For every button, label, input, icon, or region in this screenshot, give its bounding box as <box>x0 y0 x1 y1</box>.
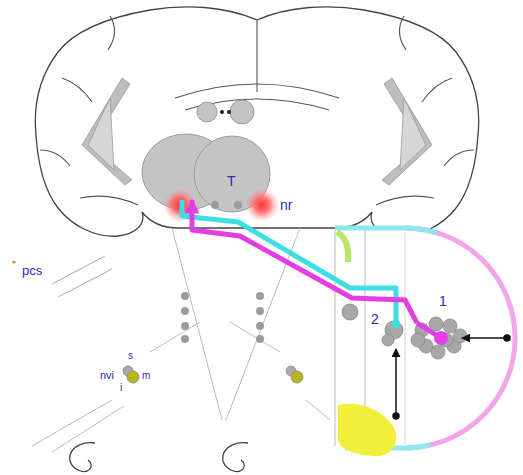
cerebellum <box>335 230 336 446</box>
midbrain-dot <box>211 201 242 209</box>
trigeminal-nucleus <box>123 366 303 383</box>
sulcus-line <box>175 84 339 98</box>
thalamus-node: T <box>135 138 250 200</box>
input-arrow <box>393 413 399 419</box>
pcs-mark <box>12 260 15 263</box>
ventricle-curl <box>70 443 248 472</box>
cerebellar-nucleus <box>382 334 394 346</box>
sulcus-line <box>422 78 452 102</box>
sulcus-line <box>376 196 434 205</box>
midline-dot <box>227 110 231 114</box>
trigeminal-nucleus <box>291 371 303 383</box>
cerebellar-nucleus <box>453 329 467 343</box>
midline-dot <box>220 110 231 114</box>
node-label: T <box>227 174 236 188</box>
brainstem-nucleus <box>181 335 189 343</box>
anatomy-label: m <box>142 371 150 381</box>
sulcus-line <box>62 78 92 102</box>
midbrain-dot <box>211 201 219 209</box>
basal-ganglia <box>88 98 114 170</box>
input-arrow <box>462 337 507 339</box>
cerebellum <box>405 228 515 448</box>
sulcus-line <box>256 20 257 92</box>
basal-ganglia <box>400 98 426 170</box>
anatomy-label: nvi <box>100 370 114 381</box>
basal-ganglia <box>82 78 132 185</box>
interposed-nucleus-node: 2 <box>369 310 405 348</box>
cerebellum <box>338 404 396 456</box>
thalamus-shape <box>197 102 217 122</box>
cerebellar-nucleus <box>431 345 445 359</box>
cerebellum <box>335 228 515 456</box>
dentate-nucleus-node: 1 <box>417 292 469 362</box>
pathway-origin <box>434 331 448 345</box>
cerebellar-nucleus <box>411 333 425 347</box>
cerebellum <box>405 232 406 444</box>
brainstem-nucleus <box>181 292 189 300</box>
pathway-origin <box>392 320 400 328</box>
midline-dot <box>220 110 224 114</box>
cerebrum-outline <box>35 7 478 236</box>
node-label: 2 <box>371 312 379 326</box>
brainstem-nucleus <box>256 322 264 330</box>
input-arrow <box>393 335 510 419</box>
pcs-mark <box>12 260 15 263</box>
brainstem-nucleus <box>181 322 189 330</box>
cerebellum <box>337 232 348 262</box>
sulcus-line <box>108 16 115 50</box>
brainstem-nucleus <box>256 307 264 315</box>
sulcus-line <box>399 16 406 50</box>
brainstem-line <box>306 400 330 420</box>
brainstem-line <box>150 322 200 352</box>
pcs-line <box>52 256 105 284</box>
red-nucleus-node: nr <box>276 196 304 216</box>
pathway-arrow <box>182 200 396 310</box>
brainstem-nucleus <box>256 335 264 343</box>
input-arrow <box>395 349 397 414</box>
pcs-line <box>58 269 112 297</box>
anatomy-label: pcs <box>22 264 42 277</box>
brainstem-line <box>230 322 280 352</box>
anatomy-label: i <box>120 383 122 393</box>
red-nucleus-glow <box>245 188 279 222</box>
cerebellum <box>335 228 437 233</box>
sulcus-line <box>444 150 474 166</box>
pathway-arrow <box>192 200 417 323</box>
sulcus-line <box>40 150 70 166</box>
ventricle-curl <box>223 443 248 472</box>
pcs-line <box>52 256 112 297</box>
node-label: 1 <box>439 294 447 308</box>
brainstem-nucleus <box>181 292 264 343</box>
thalamus-shape <box>230 100 254 124</box>
ventricle-curl <box>70 443 95 472</box>
sulcus-line <box>80 196 138 205</box>
cerebellar-nucleus <box>342 304 358 320</box>
node-label: nr <box>280 198 292 212</box>
midbrain-dot <box>234 201 242 209</box>
pathway-origin <box>392 310 448 345</box>
input-arrow <box>504 335 510 341</box>
basal-ganglia <box>382 78 432 185</box>
cerebellar-nucleus <box>342 304 467 359</box>
brainstem-nucleus <box>256 292 264 300</box>
brainstem-line <box>226 228 300 420</box>
anatomy-label: s <box>128 351 133 361</box>
brainstem-nucleus <box>181 307 189 315</box>
brainstem-line <box>52 406 124 452</box>
trigeminal-nucleus <box>127 371 139 383</box>
cerebrum-outline <box>35 7 478 236</box>
